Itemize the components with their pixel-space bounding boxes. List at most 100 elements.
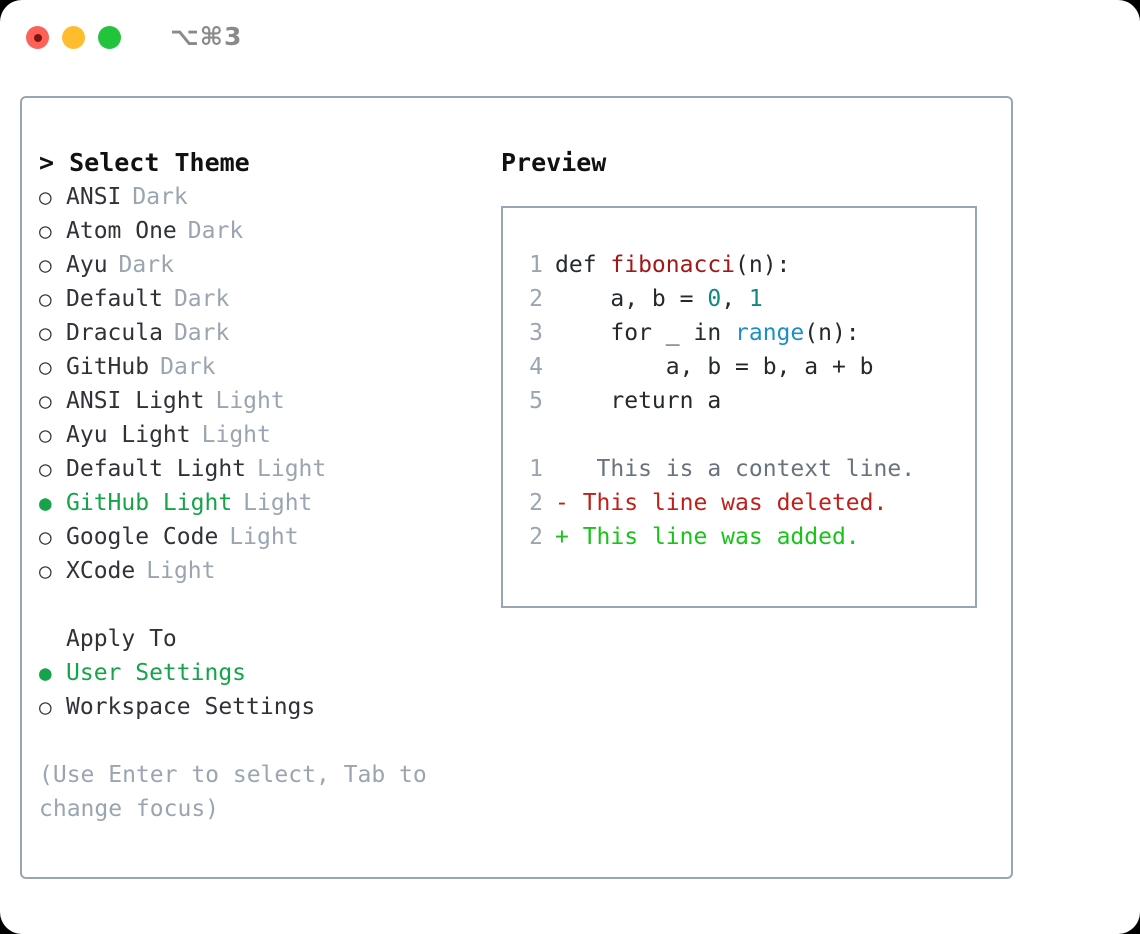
radio-unselected-icon: ○ xyxy=(39,389,52,413)
radio-unselected-icon: ○ xyxy=(39,219,52,243)
theme-option-label: Default xyxy=(66,286,163,312)
theme-option-kind: Dark xyxy=(187,218,244,244)
code-diff-gap xyxy=(517,418,969,452)
theme-option-xcode[interactable]: ○ XCode Light xyxy=(39,554,489,588)
diff-marker xyxy=(555,452,569,486)
theme-option-kind: Dark xyxy=(132,184,188,210)
theme-option-label: Atom One xyxy=(66,218,177,244)
code-token-num: 0 xyxy=(707,286,722,312)
code-line-number: 2 xyxy=(529,286,543,312)
apply-to-option-user-settings[interactable]: ● User Settings xyxy=(39,656,489,690)
theme-option-ayu[interactable]: ○ Ayu Dark xyxy=(39,248,489,282)
theme-option-kind: Dark xyxy=(173,320,230,346)
diff-line-number: 2 xyxy=(529,524,543,550)
theme-option-default[interactable]: ○ Default Dark xyxy=(39,282,489,316)
theme-option-label: GitHub Light xyxy=(66,490,233,516)
code-line-number: 1 xyxy=(529,252,543,278)
diff-line-number: 1 xyxy=(529,456,543,482)
theme-option-label: ANSI Light xyxy=(66,388,205,414)
theme-option-label: Ayu xyxy=(66,252,108,278)
theme-option-label: XCode xyxy=(66,558,136,584)
theme-option-label: ANSI xyxy=(66,184,122,210)
code-line-text: for _ in range(n): xyxy=(555,316,859,350)
code-token-plain: return a xyxy=(555,388,722,414)
traffic-lights xyxy=(26,26,121,49)
apply-to-list[interactable]: ● User Settings ○Workspace Settings xyxy=(39,656,489,724)
diff-line-text: This line was added. xyxy=(568,524,860,550)
radio-unselected-icon: ○ xyxy=(39,185,52,209)
apply-to-option-label: Workspace Settings xyxy=(66,694,316,720)
theme-option-label: Ayu Light xyxy=(66,422,191,448)
radio-unselected-icon: ○ xyxy=(39,253,52,277)
radio-unselected-icon: ○ xyxy=(39,559,52,583)
theme-option-ansi[interactable]: ○ ANSI Dark xyxy=(39,180,489,214)
theme-option-label: Dracula xyxy=(66,320,163,346)
radio-selected-icon: ● xyxy=(39,661,52,685)
theme-option-kind: Light xyxy=(243,490,313,516)
radio-unselected-icon: ○ xyxy=(39,525,52,549)
theme-option-label: GitHub xyxy=(66,354,150,380)
theme-option-kind: Dark xyxy=(160,354,216,380)
code-token-plain: for _ in xyxy=(555,320,736,346)
radio-unselected-icon: ○ xyxy=(39,355,52,379)
code-line-number: 3 xyxy=(529,320,543,346)
theme-option-label: Default Light xyxy=(66,456,247,482)
theme-option-github-light[interactable]: ● GitHub Light Light xyxy=(39,486,489,520)
diff-sample: 1 This is a context line.2- This line wa… xyxy=(517,452,969,554)
code-line-text: return a xyxy=(555,384,721,418)
theme-option-label: Google Code xyxy=(66,524,219,550)
code-line: 4 a, b = b, a + b xyxy=(517,350,969,384)
code-token-plain: a, b = xyxy=(555,286,708,312)
select-theme-heading: > Select Theme xyxy=(39,148,250,177)
code-token-plain: a, b = b, a + b xyxy=(555,354,874,380)
code-line-number: 4 xyxy=(529,354,543,380)
maximize-window-button[interactable] xyxy=(98,26,121,49)
code-token-num: 1 xyxy=(748,286,763,312)
code-token-plain: (n): xyxy=(735,252,791,278)
radio-unselected-icon: ○ xyxy=(39,423,52,447)
theme-option-kind: Dark xyxy=(118,252,174,278)
keyboard-shortcut-label: ⌥⌘3 xyxy=(170,22,243,51)
code-line: 5 return a xyxy=(517,384,969,418)
apply-to-heading: Apply To xyxy=(66,626,177,652)
code-token-blue: range xyxy=(735,320,805,346)
radio-unselected-icon: ○ xyxy=(39,287,52,311)
list-spacer xyxy=(39,588,489,622)
code-token-fn: fibonacci xyxy=(610,252,736,278)
theme-option-kind: Dark xyxy=(173,286,230,312)
diff-marker: - xyxy=(555,490,569,516)
theme-option-kind: Light xyxy=(229,524,299,550)
code-line: 3 for _ in range(n): xyxy=(517,316,969,350)
code-line-text: a, b = 0, 1 xyxy=(555,282,763,316)
radio-selected-icon: ● xyxy=(39,491,52,515)
theme-option-kind: Light xyxy=(215,388,285,414)
theme-option-github[interactable]: ○ GitHub Dark xyxy=(39,350,489,384)
apply-to-option-label: User Settings xyxy=(66,660,247,686)
apply-to-option-workspace-settings[interactable]: ○Workspace Settings xyxy=(39,690,489,724)
code-line: 2 a, b = 0, 1 xyxy=(517,282,969,316)
keyboard-hint-text: (Use Enter to select, Tab to change focu… xyxy=(39,762,441,822)
theme-option-atom-one[interactable]: ○ Atom One Dark xyxy=(39,214,489,248)
diff-marker: + xyxy=(555,524,569,550)
code-token-plain: , xyxy=(721,286,749,312)
diff-line-text: This line was deleted. xyxy=(568,490,888,516)
theme-option-kind: Light xyxy=(257,456,327,482)
minimize-window-button[interactable] xyxy=(62,26,85,49)
close-window-button[interactable] xyxy=(26,26,49,49)
theme-option-ansi-light[interactable]: ○ ANSI Light Light xyxy=(39,384,489,418)
theme-option-kind: Light xyxy=(146,558,216,584)
theme-option-google-code[interactable]: ○ Google Code Light xyxy=(39,520,489,554)
code-line-number: 5 xyxy=(529,388,543,414)
